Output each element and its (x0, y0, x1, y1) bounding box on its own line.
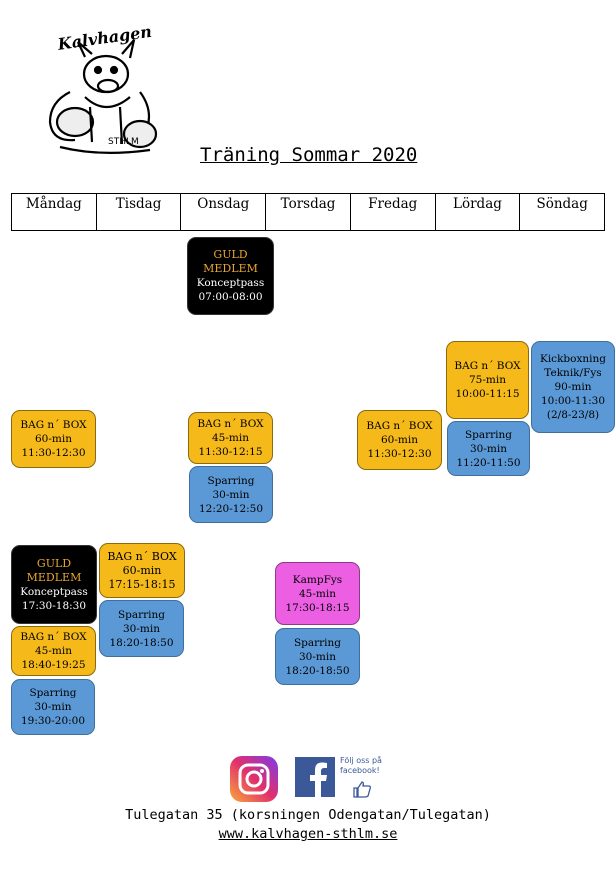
session-line: 17:15-18:15 (108, 577, 176, 591)
session-line: 60-min (122, 563, 162, 577)
session-line: 18:20-18:50 (285, 664, 350, 677)
session-card: Sparring 30-min 18:20-18:50 (99, 600, 184, 657)
session-line: 30-min (123, 622, 160, 635)
session-line: Sparring (117, 608, 166, 621)
address-text: Tulegatan 35 (korsningen Odengatan/Tuleg… (125, 807, 491, 823)
session-line: Kickboxning (539, 353, 606, 365)
session-line: 45-min (35, 645, 72, 657)
session-line: 11:30-12:30 (21, 447, 86, 459)
session-card: BAG n´ BOX 60-min 17:15-18:15 (99, 543, 185, 598)
session-line: BAG n´ BOX (20, 419, 87, 431)
day-header: Torsdag (266, 194, 351, 230)
facebook-icon[interactable] (295, 757, 335, 797)
session-line: BAG n´ BOX (107, 549, 177, 563)
session-line: GULD (213, 248, 248, 261)
day-header: Söndag (536, 196, 588, 212)
session-card: BAG n´ BOX 60-min 11:30-12:30 (11, 410, 96, 468)
session-line: MEDLEM (203, 262, 258, 275)
session-line: 18:40-19:25 (21, 659, 86, 671)
session-line: GULD (36, 556, 72, 570)
session-line: 11:20-11:50 (456, 456, 521, 469)
session-line: Teknik/Fys (544, 367, 602, 379)
session-card: Sparring 30-min 18:20-18:50 (275, 628, 360, 685)
session-line: 30-min (34, 701, 72, 713)
kalvhagen-logo: Kalvhagen STHLM (48, 22, 158, 154)
day-header: Lördag (436, 194, 521, 230)
session-line: KampFys (292, 573, 343, 586)
session-line: 18:20-18:50 (109, 636, 174, 649)
session-line: Konceptpass (20, 585, 88, 598)
session-line: 11:30-12:15 (198, 446, 263, 458)
days-header: Måndag Tisdag Onsdag Torsdag Fredag Lörd… (11, 193, 605, 231)
day-header: Tisdag (97, 194, 182, 230)
facebook-follow-text: Följ oss på facebook! (340, 756, 400, 776)
session-card: KampFys 45-min 17:30-18:15 (275, 562, 360, 625)
follow-line: facebook! (340, 766, 380, 775)
session-card: GULD MEDLEM Konceptpass 17:30-18:30 (11, 545, 97, 624)
session-line: BAG n´ BOX (197, 418, 264, 430)
session-line: (2/8-23/8) (546, 409, 600, 421)
session-card: BAG n´ BOX 75-min 10:00-11:15 (446, 341, 529, 419)
session-line: 17:30-18:15 (285, 601, 350, 614)
logo-text-bottom: STHLM (108, 137, 139, 147)
session-card: Sparring 30-min 12:20-12:50 (189, 466, 273, 523)
session-line: 30-min (299, 650, 336, 663)
session-line: 75-min (469, 374, 506, 386)
session-card: BAG n´ BOX 45-min 18:40-19:25 (11, 626, 96, 676)
session-line: 12:20-12:50 (198, 502, 264, 515)
session-card: Kickboxning Teknik/Fys 90-min 10:00-11:3… (531, 341, 615, 433)
session-card: BAG n´ BOX 60-min 11:30-12:30 (357, 410, 442, 470)
session-line: 60-min (381, 434, 418, 446)
session-line: 19:30-20:00 (20, 715, 86, 727)
session-line: BAG n´ BOX (366, 420, 433, 432)
session-line: Sparring (293, 636, 342, 649)
session-line: Sparring (464, 428, 513, 441)
session-line: 07:00-08:00 (198, 291, 263, 303)
session-card: Sparring 30-min 11:20-11:50 (447, 421, 530, 476)
session-line: MEDLEM (26, 570, 82, 584)
logo-text-top: Kalvhagen (56, 22, 153, 54)
session-line: 45-min (299, 587, 336, 600)
session-line: 11:30-12:30 (367, 448, 432, 460)
session-line: Sparring (29, 687, 77, 699)
session-card: Sparring 30-min 19:30-20:00 (11, 679, 95, 735)
day-header: Fredag (351, 194, 436, 230)
session-line: 30-min (212, 488, 250, 501)
day-header: Onsdag (181, 194, 267, 230)
session-line: Sparring (207, 474, 255, 487)
session-line: 90-min (554, 381, 592, 393)
session-line: BAG n´ BOX (454, 360, 521, 372)
thumbs-up-icon (353, 781, 371, 798)
session-line: 60-min (35, 433, 72, 445)
website-link[interactable]: www.kalvhagen-sthlm.se (218, 826, 398, 842)
day-header: Måndag (12, 194, 97, 230)
session-line: 17:30-18:30 (21, 599, 87, 612)
follow-line: Följ oss på (340, 756, 382, 765)
page-title: Träning Sommar 2020 (200, 144, 418, 166)
session-card: BAG n´ BOX 45-min 11:30-12:15 (188, 412, 273, 464)
session-line: 30-min (470, 442, 507, 455)
session-line: 45-min (212, 432, 249, 444)
session-line: 10:00-11:30 (540, 395, 606, 407)
session-card: GULD MEDLEM Konceptpass 07:00-08:00 (187, 237, 274, 315)
session-line: BAG n´ BOX (20, 631, 87, 643)
instagram-icon[interactable] (230, 756, 278, 802)
session-line: 10:00-11:15 (455, 388, 520, 400)
session-line: Konceptpass (196, 277, 265, 289)
